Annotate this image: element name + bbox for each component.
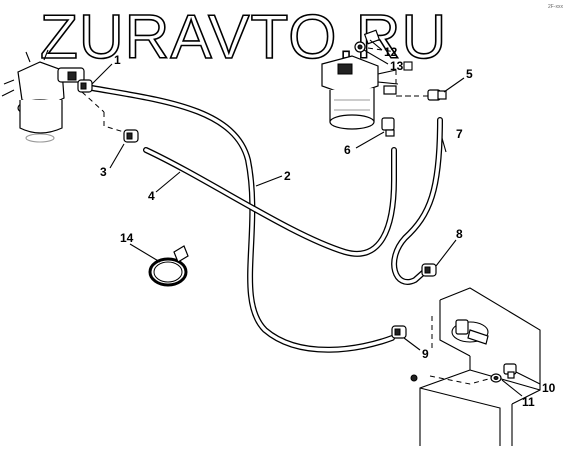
- left-fuel-component: [1, 49, 85, 143]
- callout-14: 14: [120, 231, 134, 245]
- fitting-6: [381, 117, 395, 137]
- callout-1: 1: [114, 53, 121, 67]
- corner-code: 2F-xxx: [548, 4, 564, 10]
- marker-box: [403, 61, 413, 71]
- hose-2: [89, 85, 395, 353]
- callout-2: 2: [284, 169, 291, 183]
- callout-12: 12: [384, 45, 398, 59]
- callout-13: 13: [390, 59, 404, 73]
- callout-8: 8: [456, 227, 463, 241]
- hose-7: [391, 117, 443, 285]
- bolt-washer-12-13: [354, 29, 381, 53]
- callout-4: 4: [148, 189, 155, 203]
- callout-3: 3: [100, 165, 107, 179]
- clamp-8: [421, 263, 437, 277]
- washer-11: [490, 373, 502, 383]
- callout-5: 5: [466, 67, 473, 81]
- leader-lines: [91, 39, 541, 397]
- fuel-filter-assembly: [321, 55, 399, 130]
- callout-11: 11: [522, 395, 535, 409]
- callout-7: 7: [456, 127, 463, 141]
- watermark-text: ZURAVTO.RU: [40, 3, 447, 72]
- callout-6: 6: [344, 143, 351, 157]
- clamp-3: [103, 112, 139, 143]
- bolt-10: [503, 363, 517, 379]
- fitting-5: [396, 89, 447, 101]
- callout-9: 9: [422, 347, 429, 361]
- tank-bracket: [410, 287, 541, 446]
- clamp-1: [77, 79, 93, 93]
- hose-4: [143, 147, 397, 257]
- hose-clamp-14: [148, 245, 189, 287]
- callout-10: 10: [542, 381, 556, 395]
- clamp-9: [391, 325, 407, 339]
